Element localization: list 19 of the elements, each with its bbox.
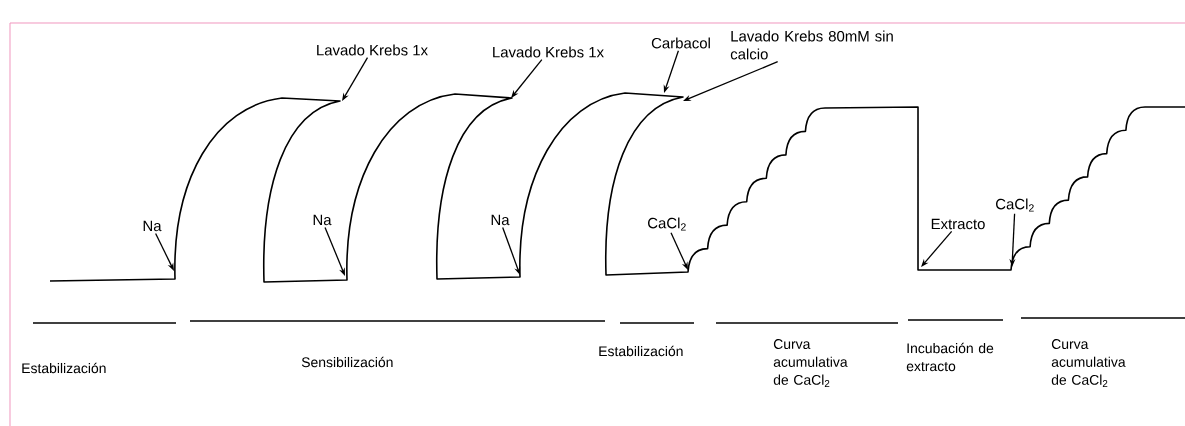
drug-label: Extracto [931, 218, 985, 230]
drug-label: Na [143, 220, 162, 232]
drug-label: Lavado Krebs 80mM sin calcio [730, 30, 893, 60]
drug-label: CaCl$_{2}$ [996, 198, 1034, 212]
phase-label: Estabilización [22, 362, 106, 374]
drug-label: Na [313, 214, 332, 226]
leader-arrow [342, 57, 369, 101]
leader-arrow [511, 59, 543, 98]
drug-label: Carbacol [651, 37, 710, 49]
phase-label: Incubación de extracto [906, 342, 994, 372]
phase-label: Sensibilización [301, 356, 393, 368]
drug-label: Na [491, 214, 510, 226]
leader-arrow [921, 230, 953, 267]
phase-label: Curva acumulativa de CaCl$_{2}$ [1051, 339, 1126, 387]
drug-label: CaCl$_{2}$ [648, 217, 686, 231]
phase-label: Curva acumulativa de CaCl$_{2}$ [773, 339, 848, 387]
drug-label: Lavado Krebs 1x [317, 44, 428, 56]
drug-label: Lavado Krebs 1x [493, 46, 604, 58]
phase-label: Estabilización [599, 345, 683, 357]
